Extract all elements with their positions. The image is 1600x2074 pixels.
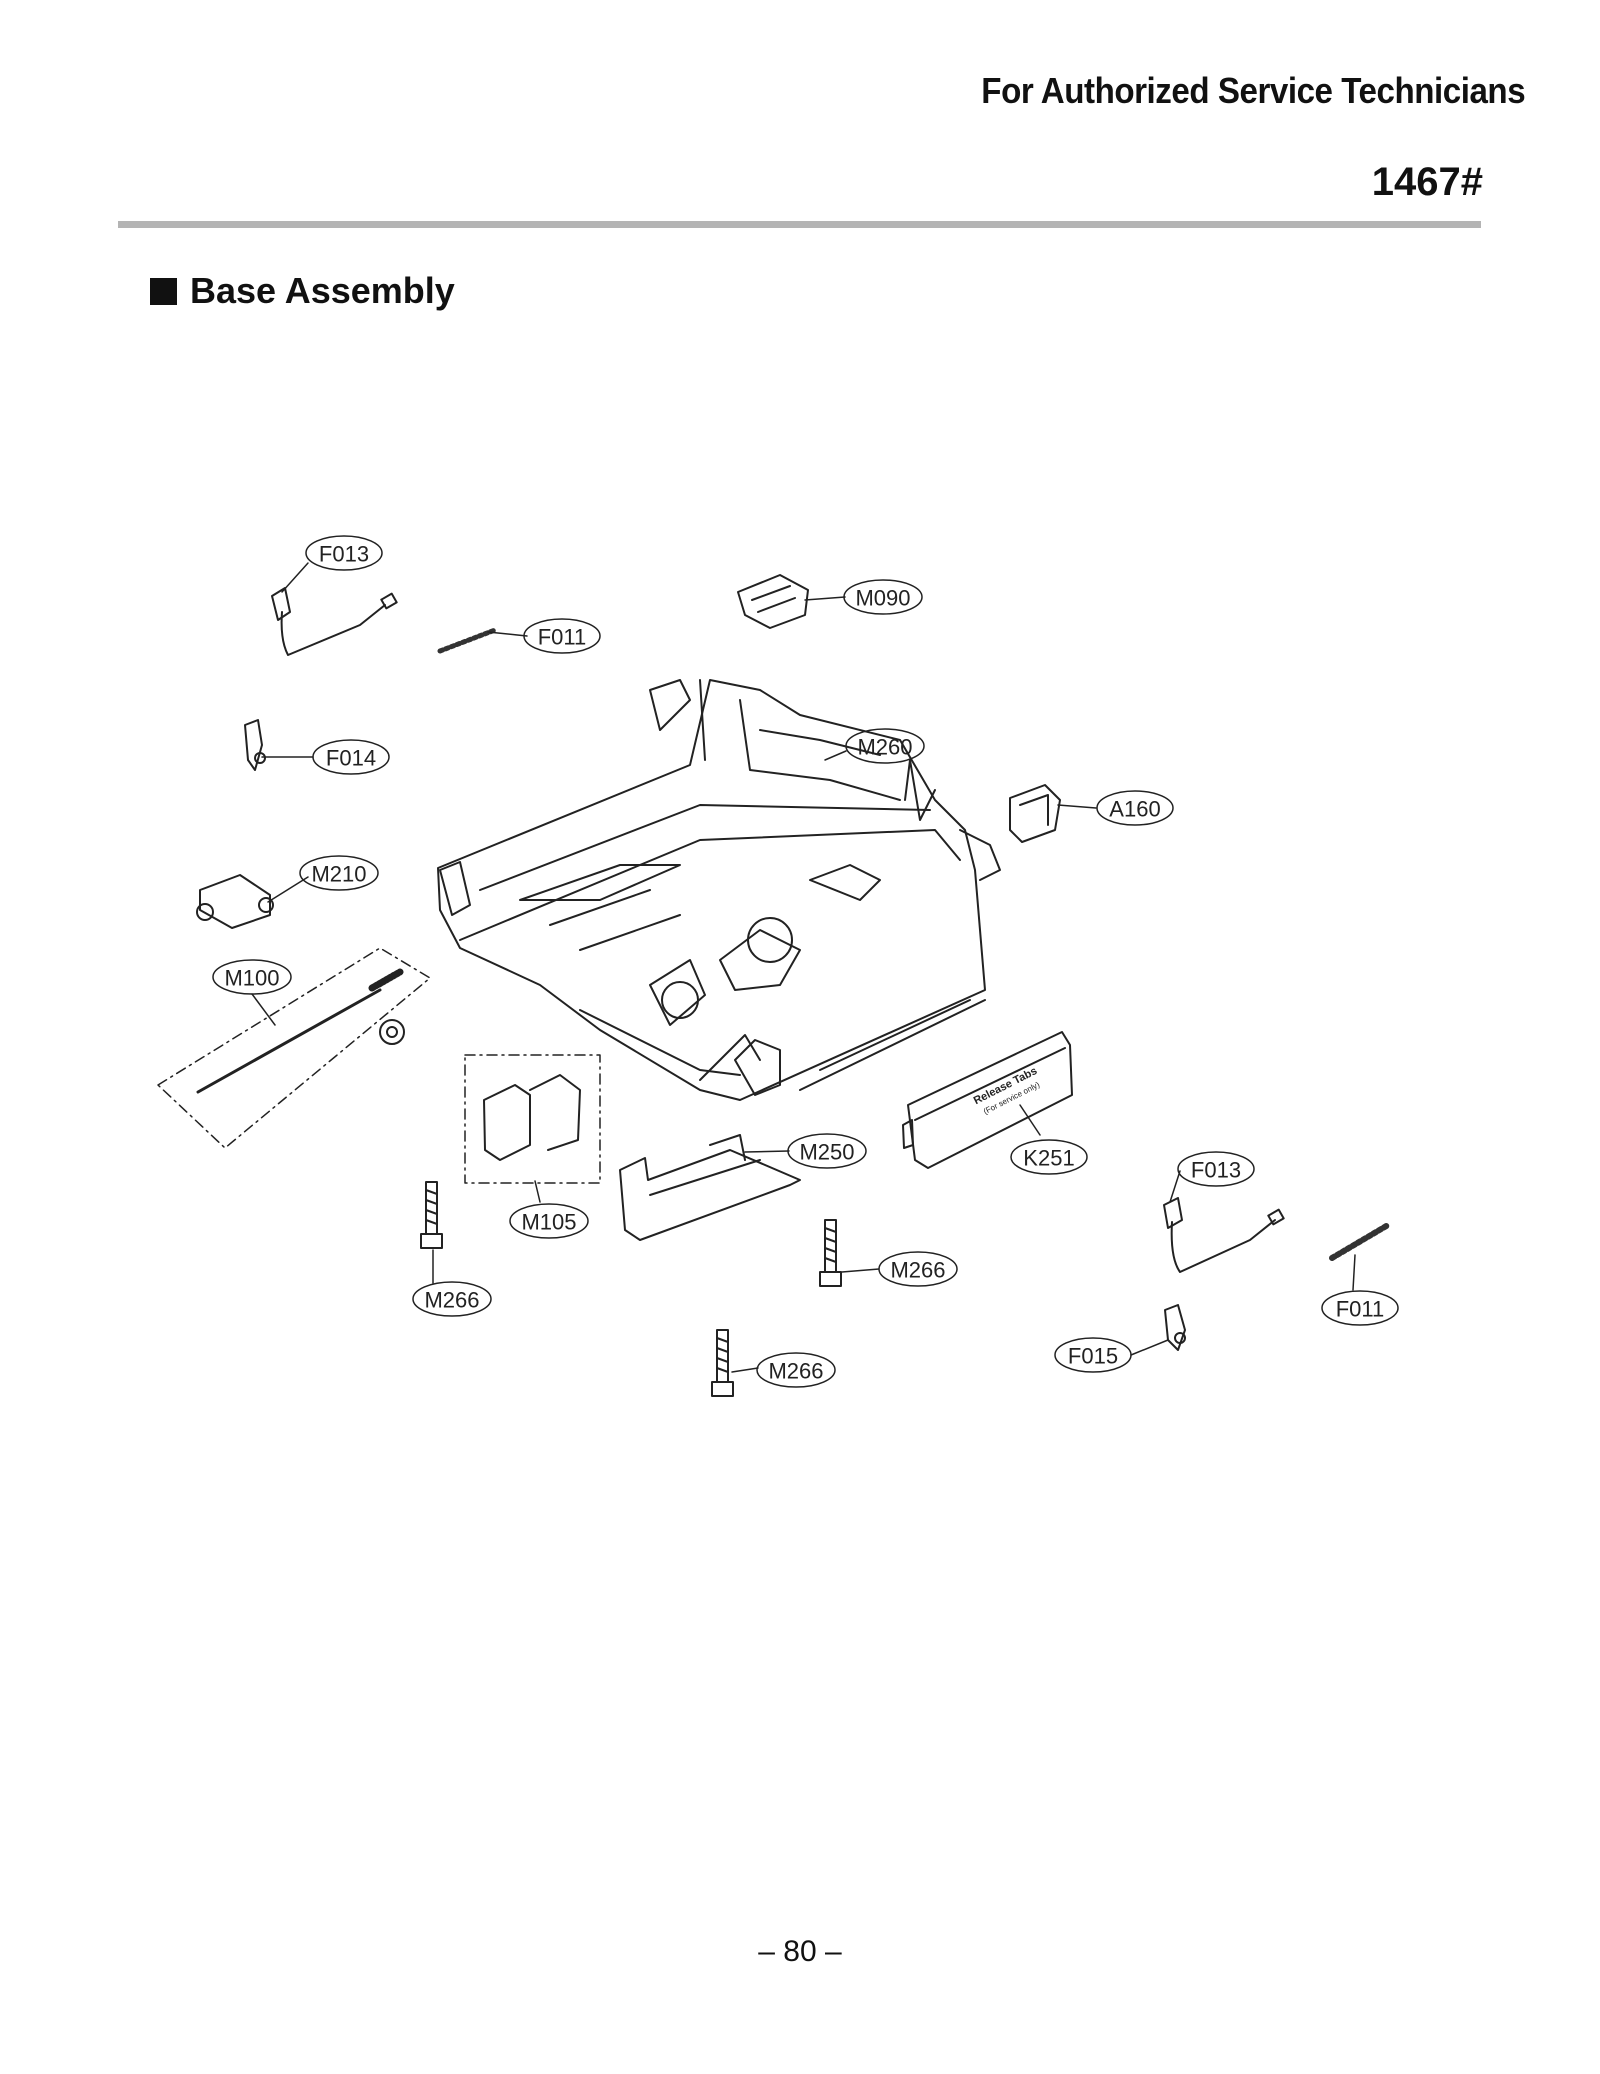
part-label: M250 — [799, 1140, 854, 1165]
part-label: A160 — [1109, 797, 1160, 822]
leader-lines — [251, 562, 1356, 1373]
module-part-drawing — [1009, 784, 1061, 843]
screw-drawing-3 — [711, 1329, 734, 1397]
model-number: 1467# — [1371, 160, 1483, 204]
cap-part-drawing — [737, 574, 809, 629]
release-tabs-panel-drawing — [902, 1031, 1073, 1169]
page-number: – 80 – — [758, 1935, 842, 1968]
label-ovals — [212, 535, 1399, 1388]
part-label: F013 — [1191, 1158, 1241, 1183]
header-audience: For Authorized Service Technicians — [981, 70, 1525, 111]
float-switch-drawing-2 — [1163, 1197, 1285, 1273]
valve-part-drawing — [196, 874, 274, 929]
base-tub-drawing — [437, 679, 1001, 1101]
part-label: M260 — [857, 735, 912, 760]
spring-drawing-2 — [1329, 1222, 1391, 1261]
shaft-assembly-drawing — [157, 947, 431, 1149]
part-label: F011 — [538, 625, 587, 650]
section-title: Base Assembly — [190, 270, 455, 311]
part-label: M266 — [424, 1288, 479, 1313]
part-label: F014 — [326, 746, 376, 771]
part-label: F013 — [319, 542, 369, 567]
lever-part-drawing — [244, 719, 266, 771]
header-divider — [118, 221, 1481, 228]
cover-group-drawing — [464, 1054, 601, 1184]
part-label: F011 — [1336, 1297, 1385, 1322]
part-label: F015 — [1068, 1344, 1118, 1369]
spring-drawing — [437, 627, 498, 654]
section-heading: Base Assembly — [150, 270, 455, 312]
screw-drawing-2 — [819, 1219, 842, 1287]
float-switch-drawing — [271, 587, 398, 656]
lever-part-drawing-2 — [1164, 1304, 1186, 1351]
part-label: K251 — [1023, 1146, 1074, 1171]
part-label: M090 — [855, 586, 910, 611]
square-bullet-icon — [150, 277, 177, 305]
part-label: M266 — [890, 1258, 945, 1283]
part-label: M210 — [311, 862, 366, 887]
screw-drawing-1 — [420, 1181, 443, 1249]
part-label: M266 — [768, 1359, 823, 1384]
part-label: M100 — [224, 966, 279, 991]
bracket-part-drawing — [619, 1134, 801, 1241]
part-label: M105 — [521, 1210, 576, 1235]
